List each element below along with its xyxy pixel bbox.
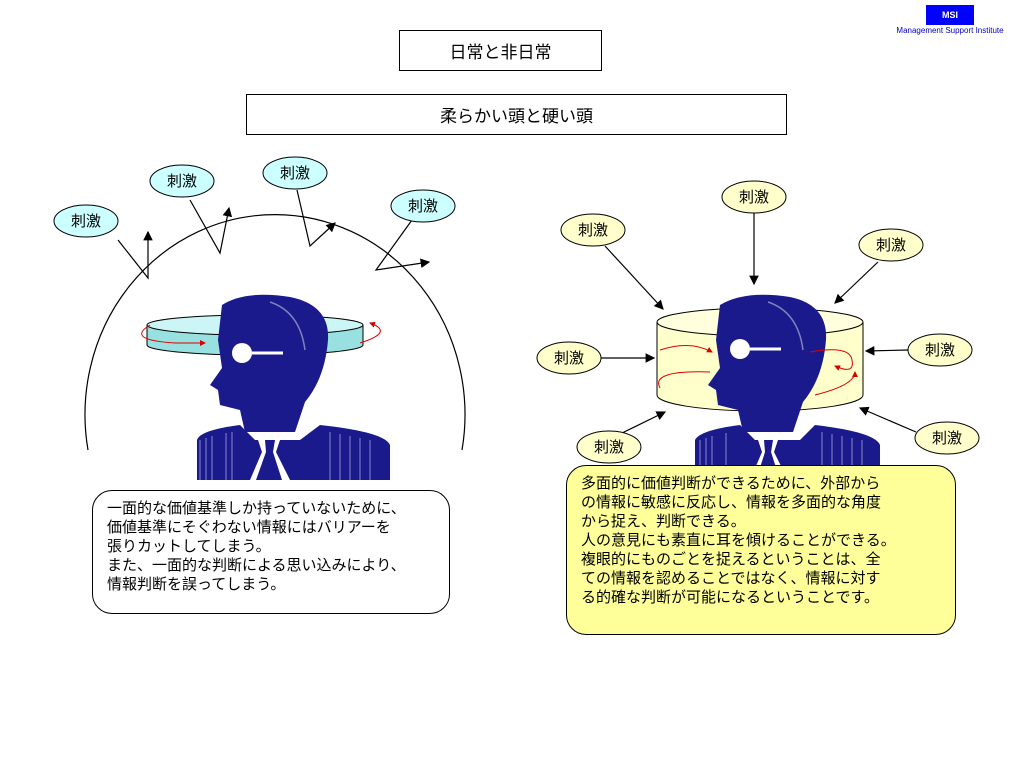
stimulus-label: 刺激 bbox=[279, 164, 310, 182]
right-incoming-arrows bbox=[601, 213, 917, 435]
stimulus-label: 刺激 bbox=[553, 349, 584, 367]
right-explanation-callout: 多面的に価値判断ができるために、外部から の情報に敏感に反応し、情報を多面的な角… bbox=[566, 465, 956, 635]
stimulus-label: 刺激 bbox=[70, 212, 101, 230]
page-subtitle: 柔らかい頭と硬い頭 bbox=[246, 94, 787, 135]
stimulus-label: 刺激 bbox=[577, 221, 608, 239]
stimulus-label: 刺激 bbox=[166, 172, 197, 190]
stimulus-label: 刺激 bbox=[593, 438, 624, 456]
stimulus-label: 刺激 bbox=[738, 188, 769, 206]
stimulus-label: 刺激 bbox=[931, 429, 962, 447]
left-explanation-callout: 一面的な価値基準しか持っていないために、 価値基準にそぐわない情報にはバリアーを… bbox=[92, 490, 450, 614]
left-rotation-arrows bbox=[141, 321, 381, 346]
left-explanation-text: 一面的な価値基準しか持っていないために、 価値基準にそぐわない情報にはバリアーを… bbox=[107, 499, 406, 593]
stimulus-label: 刺激 bbox=[875, 236, 906, 254]
msi-logo-text: Management Support Institute bbox=[896, 26, 1004, 35]
stimulus-label: 刺激 bbox=[924, 341, 955, 359]
right-rotation-arrows bbox=[658, 345, 858, 396]
msi-logo: MSI bbox=[926, 5, 974, 25]
left-head-figure bbox=[197, 294, 390, 480]
right-explanation-text: 多面的に価値判断ができるために、外部から の情報に敏感に反応し、情報を多面的な角… bbox=[581, 474, 896, 606]
left-stimulus-bubbles bbox=[53, 156, 456, 238]
right-stimulus-bubbles bbox=[536, 180, 980, 464]
left-deflect-arrows bbox=[117, 189, 431, 280]
page-title: 日常と非日常 bbox=[399, 30, 602, 71]
stimulus-label: 刺激 bbox=[407, 197, 438, 215]
